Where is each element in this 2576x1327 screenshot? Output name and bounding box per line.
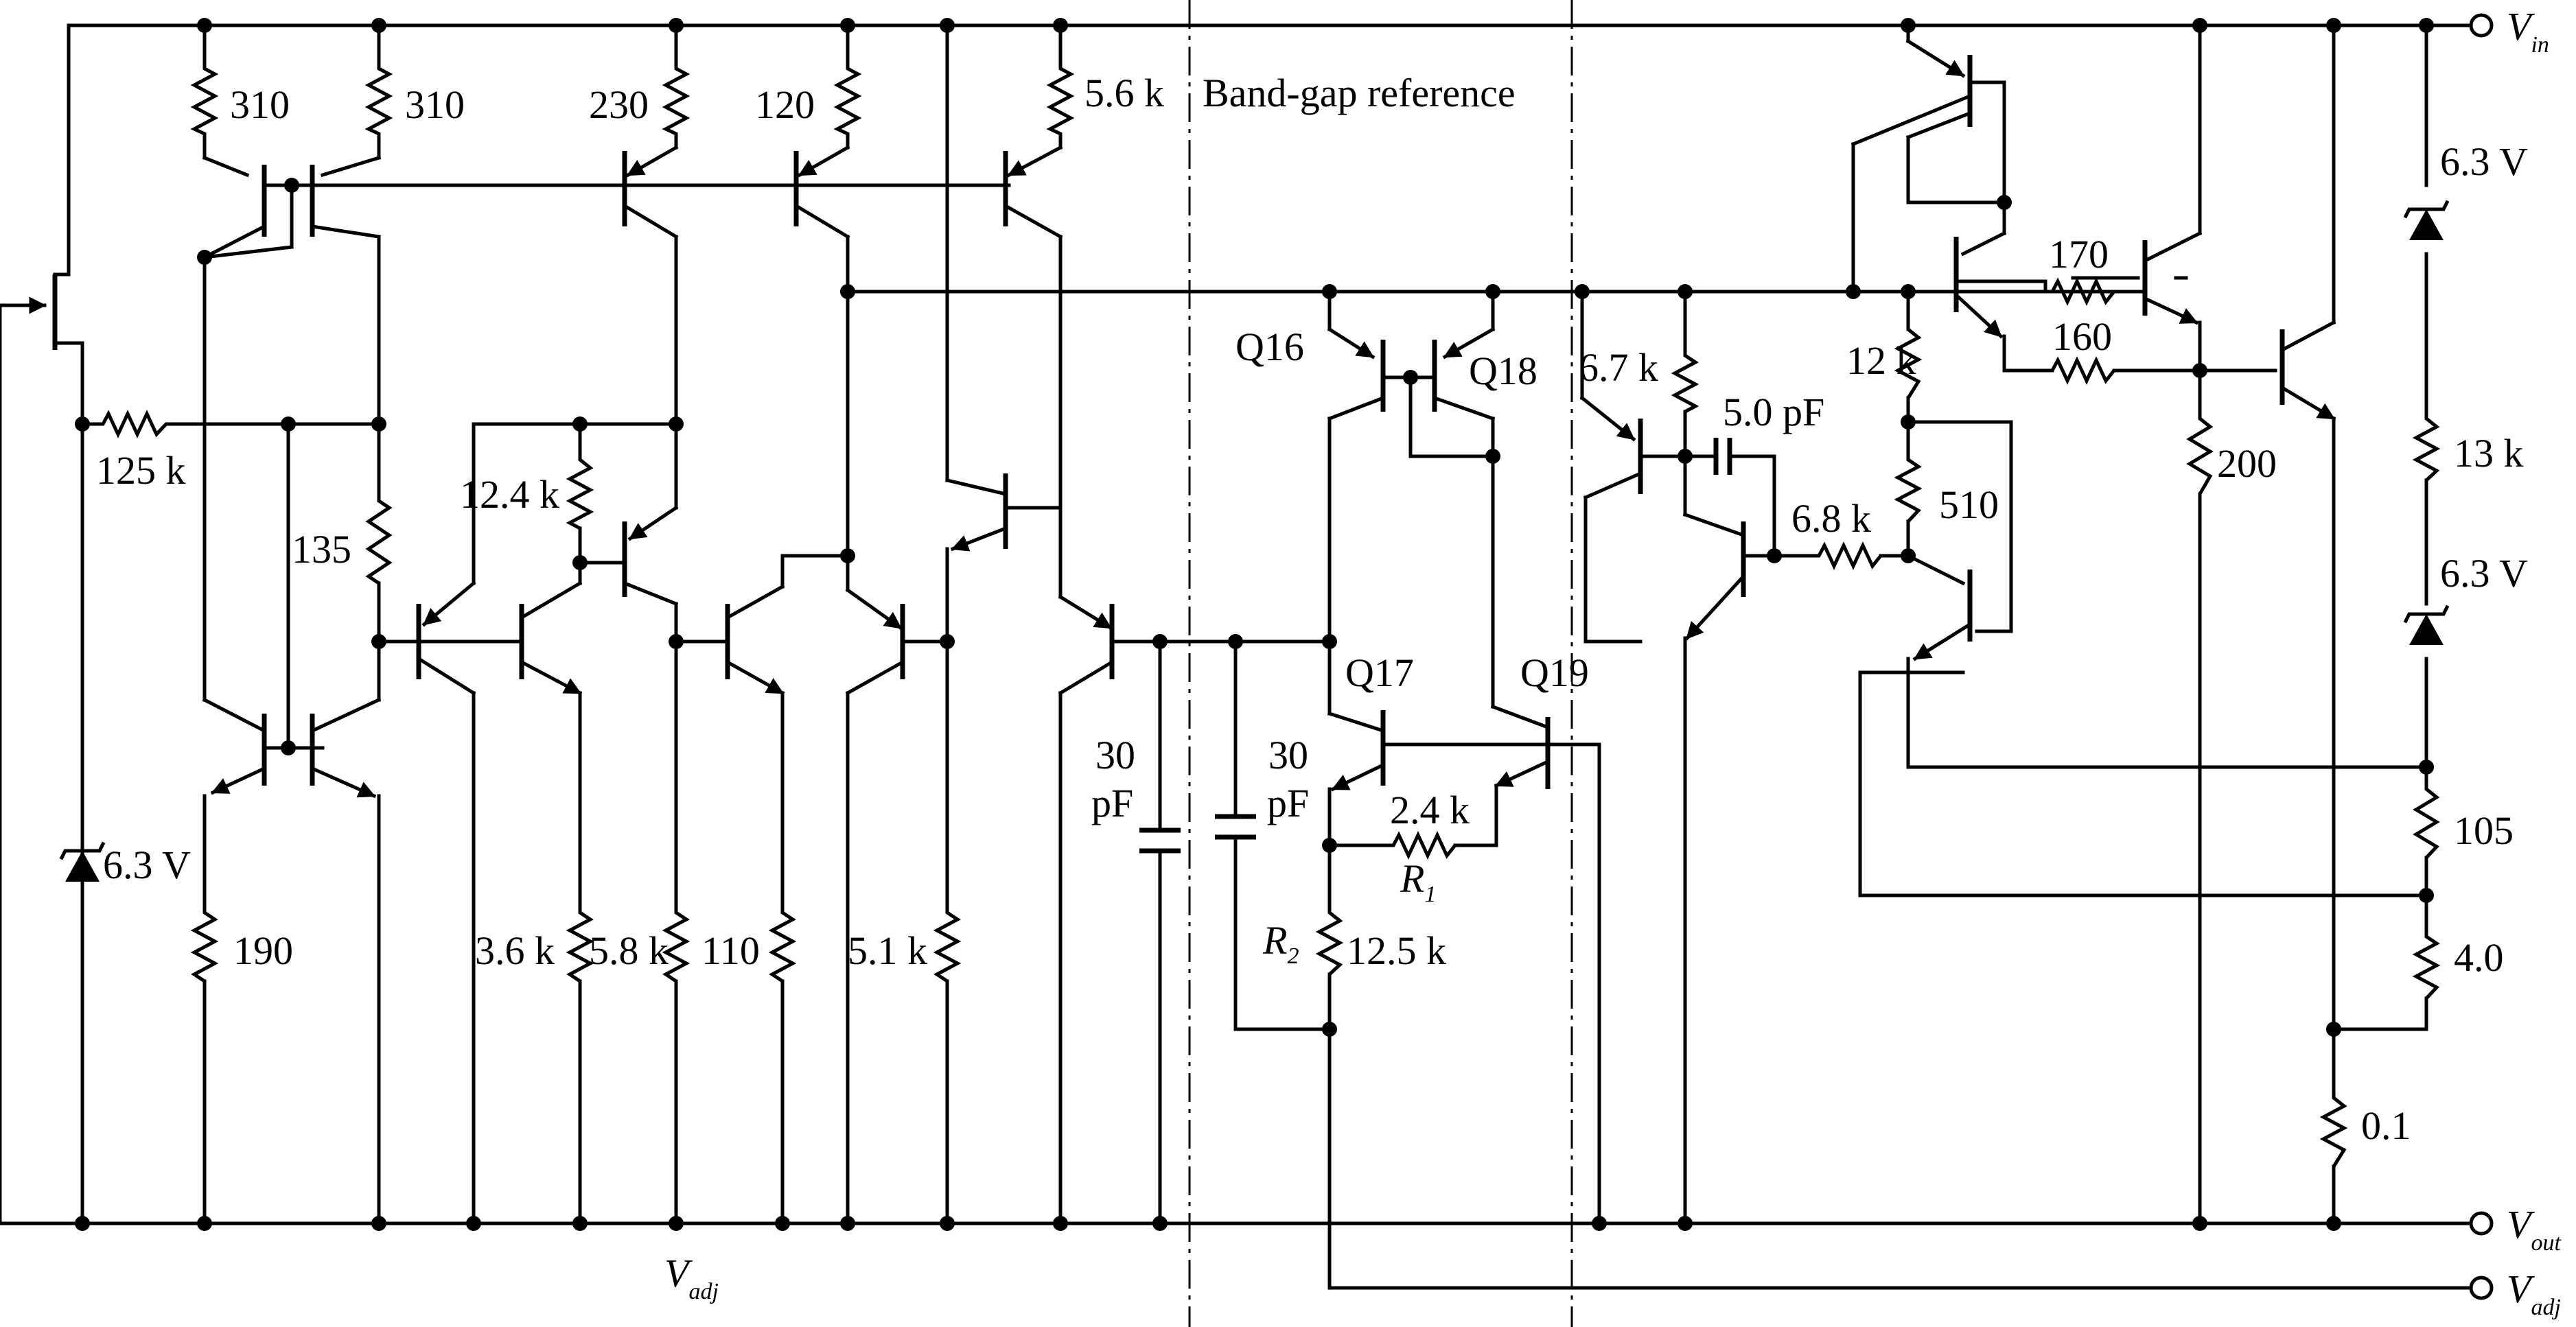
- r230-label: 230: [589, 82, 649, 127]
- resistor-labels: 310 310 230 120 5.6 k 125 k 135 12.4 k 1…: [96, 71, 2524, 1148]
- vadj-bottom-label: Vadj: [664, 1251, 719, 1304]
- r310b-label: 310: [405, 82, 465, 127]
- junction-dots: [75, 18, 2434, 1231]
- resistor-symbols: [96, 65, 2441, 1168]
- c30a-unit: pF: [1091, 781, 1133, 825]
- q16-label: Q16: [1235, 325, 1304, 369]
- r135-label: 135: [292, 527, 351, 572]
- c30a-value: 30: [1095, 733, 1135, 777]
- c30b-value: 30: [1268, 733, 1308, 777]
- section-dividers: [1188, 0, 1573, 1327]
- resistor-name-labels: R1 R2: [1262, 856, 1436, 969]
- left-wiring: [0, 23, 1332, 1225]
- output-wiring: [1579, 23, 2428, 1225]
- r310a-label: 310: [230, 82, 290, 127]
- r12-4k-label: 12.4 k: [460, 472, 559, 517]
- r200-label: 200: [2217, 441, 2277, 486]
- r110-label: 110: [701, 928, 760, 973]
- r12-5k-label: 12.5 k: [1347, 928, 1446, 973]
- r6-7k-label: 6.7 k: [1579, 345, 1658, 390]
- r13k-label: 13 k: [2454, 431, 2524, 475]
- pin-labels: Vin Vout Vadj Vadj: [664, 4, 2562, 1320]
- r120-label: 120: [755, 82, 815, 127]
- r12k-label: 12 k: [1846, 338, 1916, 383]
- r3-6k-label: 3.6 k: [475, 928, 555, 973]
- c5pf-label: 5.0 pF: [1723, 390, 1824, 434]
- r2-4k-label: 2.4 k: [1390, 788, 1470, 832]
- transistor-labels: Q16 Q17 Q18 Q19: [1235, 325, 1589, 695]
- r5-6k-label: 5.6 k: [1084, 71, 1164, 115]
- vin-label: Vin: [2507, 4, 2549, 58]
- r160-label: 160: [2052, 314, 2112, 359]
- r510-label: 510: [1939, 482, 1999, 527]
- c30b-unit: pF: [1267, 781, 1309, 825]
- r190-label: 190: [233, 928, 293, 973]
- r4-0-label: 4.0: [2454, 935, 2504, 980]
- vadj-label: Vadj: [2507, 1267, 2561, 1320]
- capacitor-symbols: [1139, 438, 1732, 854]
- zener-labels: 6.3 V 6.3 V 6.3 V: [103, 139, 2528, 887]
- r5-1k-label: 5.1 k: [848, 928, 927, 973]
- r125k-label: 125 k: [96, 448, 186, 493]
- q19-label: Q19: [1520, 650, 1589, 695]
- r0-1-label: 0.1: [2361, 1103, 2411, 1148]
- z2-label: 6.3 V: [2440, 139, 2528, 184]
- zener-symbols: [59, 200, 2450, 882]
- r105-label: 105: [2454, 808, 2514, 853]
- z1-label: 6.3 V: [103, 843, 191, 887]
- capacitor-labels: 30 pF 30 pF 5.0 pF: [1091, 390, 1824, 825]
- bandgap-wiring: [1327, 290, 1601, 1225]
- r170-label: 170: [2049, 232, 2109, 277]
- pin-terminals: [2469, 13, 2494, 1300]
- q17-label: Q17: [1345, 650, 1414, 695]
- r1-name: R1: [1400, 856, 1436, 907]
- r5-8k-label: 5.8 k: [589, 928, 669, 973]
- q18-label: Q18: [1469, 349, 1538, 393]
- bandgap-section-label: Band-gap reference: [1203, 71, 1516, 115]
- r6-8k-label: 6.8 k: [1791, 496, 1871, 541]
- r2-name: R2: [1262, 918, 1299, 969]
- z3-label: 6.3 V: [2440, 551, 2528, 596]
- vout-label: Vout: [2507, 1202, 2562, 1256]
